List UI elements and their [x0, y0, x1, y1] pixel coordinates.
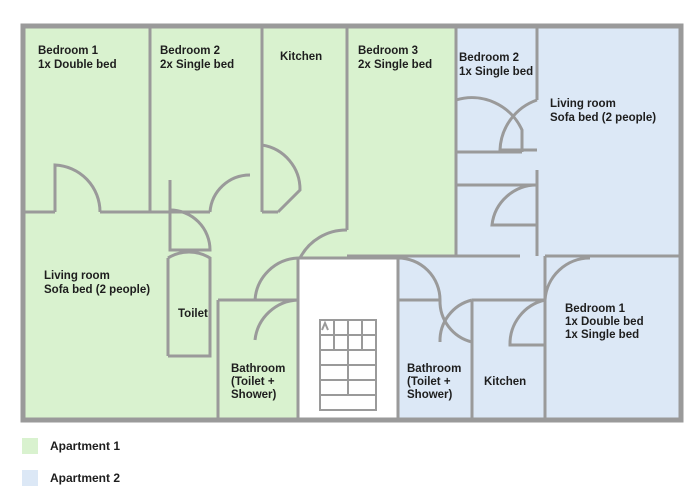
- apt1-living-room-label: Living room Sofa bed (2 people): [44, 270, 150, 296]
- walls: [20, 23, 684, 423]
- floor-plan: Bedroom 1 1x Double bed Bedroom 2 2x Sin…: [20, 23, 684, 423]
- apt2-bedroom-2-label: Bedroom 2 1x Single bed: [459, 52, 533, 78]
- apt2-living-room-label: Living room Sofa bed (2 people): [550, 98, 656, 124]
- legend-apartment-1: Apartment 1: [22, 438, 120, 454]
- apt1-toilet-label: Toilet: [178, 308, 208, 320]
- legend-label-apartment-1: Apartment 1: [50, 439, 121, 453]
- apt1-bedroom-1-label: Bedroom 1 1x Double bed: [38, 45, 117, 71]
- room-labels: Bedroom 1 1x Double bed Bedroom 2 2x Sin…: [38, 45, 656, 401]
- apt1-kitchen-label: Kitchen: [280, 51, 322, 63]
- apt2-kitchen-label: Kitchen: [484, 376, 526, 388]
- apt1-bathroom-label: Bathroom (Toilet + Shower): [231, 363, 289, 401]
- legend-apartment-2: Apartment 2: [22, 470, 120, 486]
- apartment-2-area: [398, 26, 681, 420]
- legend-label-apartment-2: Apartment 2: [50, 471, 121, 485]
- apt1-bedroom-2-label: Bedroom 2 2x Single bed: [160, 45, 234, 71]
- legend-swatch-apartment-2: [22, 470, 38, 486]
- apt2-bathroom-label: Bathroom (Toilet + Shower): [407, 363, 465, 401]
- apt1-bedroom-3-label: Bedroom 3 2x Single bed: [358, 45, 432, 71]
- staircase: [319, 319, 377, 411]
- legend-swatch-apartment-1: [22, 438, 38, 454]
- apt2-bedroom-1-label: Bedroom 1 1x Double bed 1x Single bed: [565, 303, 647, 341]
